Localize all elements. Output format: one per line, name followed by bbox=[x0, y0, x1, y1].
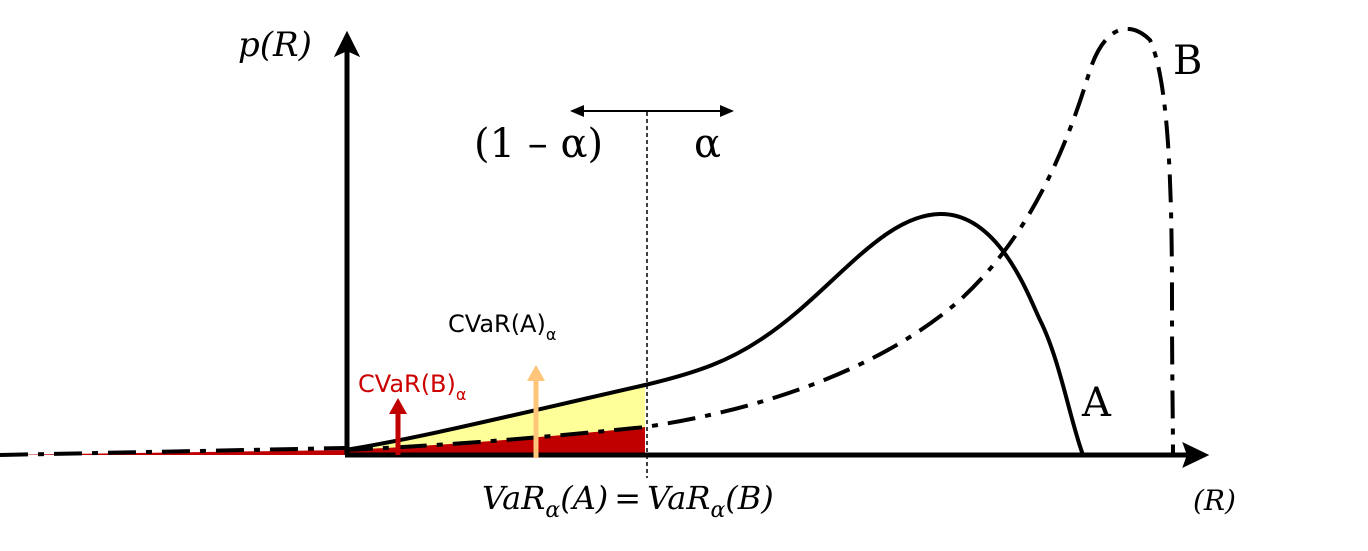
cvar-b-arrowhead bbox=[389, 398, 407, 414]
tail-left-label: (1 – α) bbox=[474, 121, 603, 167]
var-right-arg: (B) bbox=[725, 479, 773, 517]
var-right: VaR bbox=[647, 479, 710, 517]
split-arrow-left-head bbox=[570, 105, 584, 117]
cvar-a-subscript: α bbox=[546, 325, 557, 344]
cvar-b-area bbox=[0, 427, 645, 455]
var-equals: = bbox=[614, 479, 641, 517]
x-axis-label: (R) bbox=[1193, 484, 1236, 517]
cvar-b-subscript: α bbox=[456, 385, 467, 404]
var-left-arg: (A) bbox=[560, 479, 608, 517]
var-left: VaR bbox=[482, 479, 545, 517]
split-arrow-right-head bbox=[720, 105, 734, 117]
curve-a bbox=[344, 211, 1085, 456]
cvar-a-label: CVaR(A)α bbox=[448, 310, 556, 344]
tail-right-label: α bbox=[694, 121, 721, 167]
var-left-sub: α bbox=[545, 498, 560, 523]
curve-b-label: B bbox=[1173, 38, 1202, 84]
cvar-b-label: CVaR(B)α bbox=[358, 370, 466, 404]
cvar-b-text: CVaR(B) bbox=[358, 370, 456, 398]
x-axis-arrowhead bbox=[1182, 442, 1210, 468]
curve-a-label: A bbox=[1081, 380, 1112, 426]
var-right-sub: α bbox=[710, 498, 725, 523]
y-axis-arrowhead bbox=[333, 30, 361, 58]
cvar-a-arrowhead bbox=[527, 365, 545, 381]
var-equality-label: VaRα(A)=VaRα(B) bbox=[482, 479, 774, 523]
y-axis-label: p(R) bbox=[238, 25, 312, 65]
cvar-a-text: CVaR(A) bbox=[448, 310, 546, 338]
curve-b-left-tail bbox=[0, 446, 346, 457]
curve-b bbox=[344, 26, 1175, 456]
